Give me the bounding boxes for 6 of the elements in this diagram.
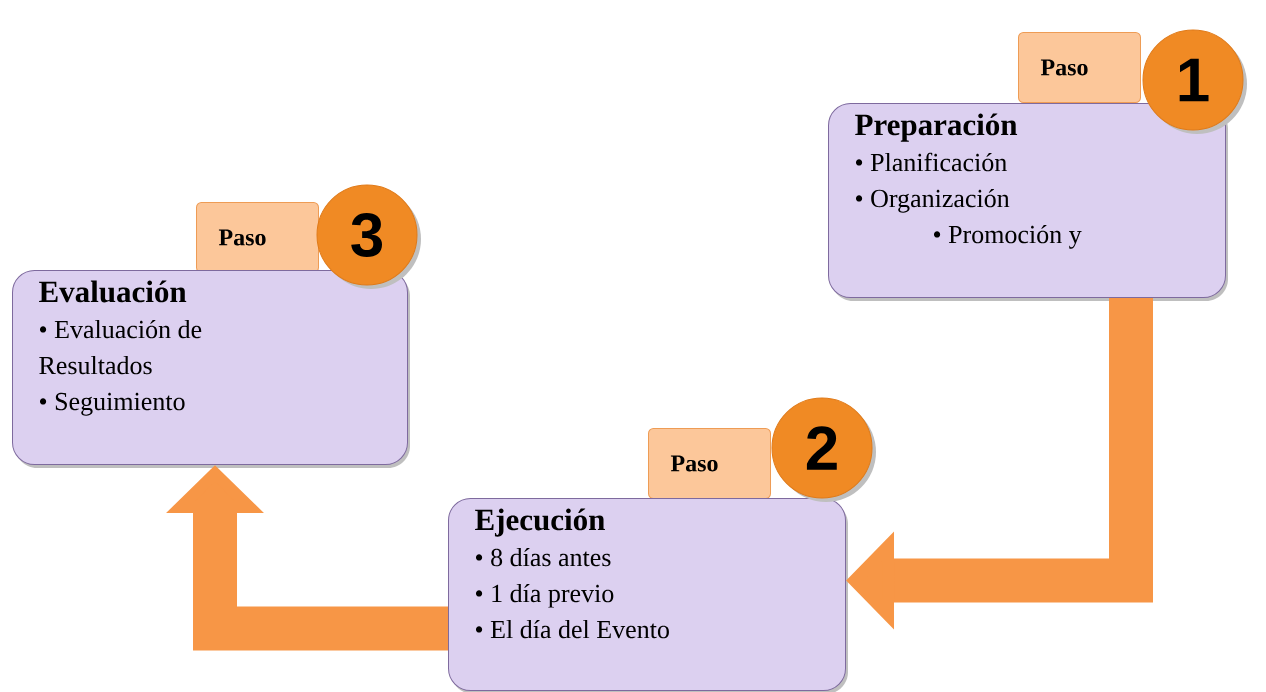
tab-box: Paso xyxy=(1018,32,1141,103)
step-card: Ejecución • 8 días antes • 1 día previo • El día del Evento xyxy=(448,498,846,691)
tab-box: Paso xyxy=(196,202,319,273)
step-card: Preparación • Planificación • Organización • Promoción y xyxy=(828,103,1226,298)
tab-box: Paso xyxy=(648,428,771,499)
step-card: Evaluación • Evaluación de Resultados • Seguimiento xyxy=(12,270,408,465)
